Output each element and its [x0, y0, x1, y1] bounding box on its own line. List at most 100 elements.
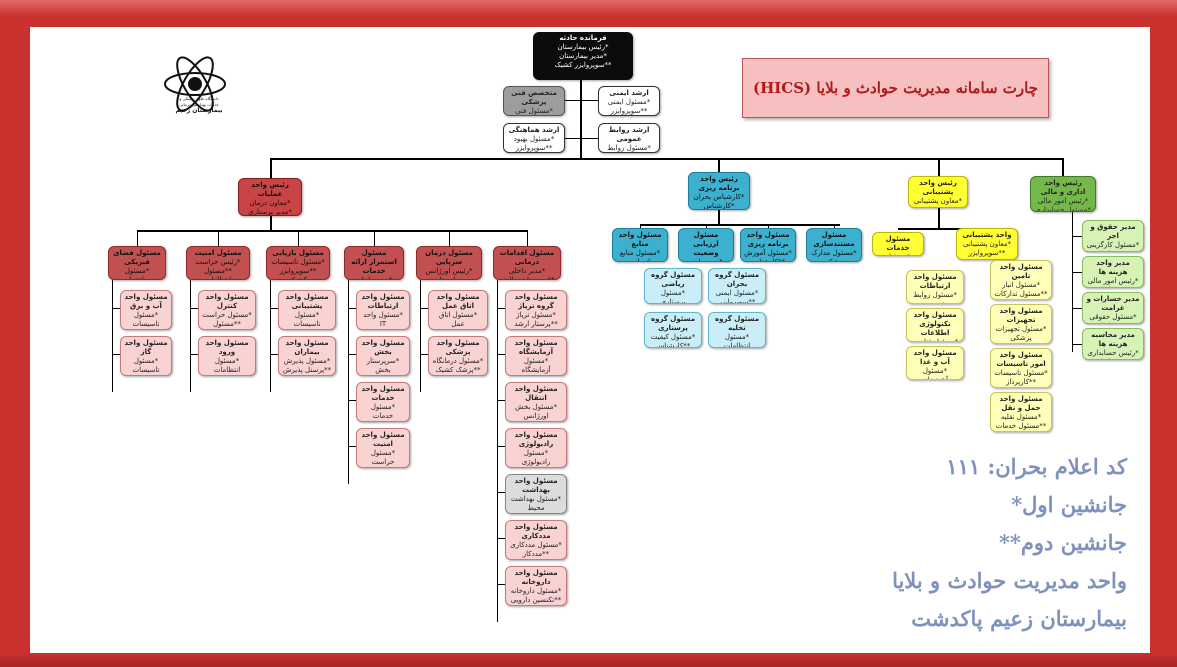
finance-item-2-line-2: *رئیس امور مالی [1087, 277, 1139, 285]
operations-item-6-1-line-1: مسئول واحد آب و برق [124, 293, 168, 310]
logo-line-2: بیمارستان زعیم [175, 107, 223, 114]
finance-item-2-line-1: مدیر واحد هزینه ها [1096, 259, 1130, 276]
section-drop-logistics [938, 158, 940, 178]
incident-commander-box-line-3: *مدیر بیمارستان [559, 52, 607, 60]
chart-title: چارت سامانه مدیریت حوادث و بلایا (HICS) [742, 58, 1049, 118]
operations-item-2-2-line-1: مسئول واحد پزشکی [436, 339, 480, 356]
operations-item-2-2-line-2: *مسئول درمانگاه [432, 357, 484, 365]
operations-item-6-1-line-2: *مسئول تاسیسات [132, 311, 160, 328]
hospital-logo: دانشگاه علوم پزشکی و خدمات بهداشتی درمان… [155, 50, 235, 130]
logistics-item-1-2-line-1: مسئول واحد تکنولوژی اطلاعات [913, 311, 957, 337]
operations-item-4-1-line-1: مسئول واحد پشتیبانی [285, 293, 329, 310]
operations-item-1-4: مسئول واحد رادیولوژی*مسئول رادیولوژی**کا… [505, 428, 567, 468]
logistics-item-1-2-line-2: *مسئول فناوری اطلاعات [911, 338, 959, 342]
operations-item-1-2-line-3: **کارشناس آزمایشگاه [509, 375, 563, 376]
operations-item-3-4: مسئول واحد امنیت*مسئول حراست**مسئول انتظ… [356, 428, 410, 468]
operations-item-1-5-line-2: *مسئول بهداشت محیط [510, 495, 562, 512]
operations-item-tick-3-4 [348, 446, 356, 447]
operations-section-head-line-2: *معاون درمان [249, 199, 291, 207]
operations-item-tick-1-1 [497, 308, 505, 309]
operations-item-3-1-line-3: **کارشناس ارتباطات [360, 329, 406, 330]
incident-commander-box: فرمانده حادثه*رئیس بیمارستان*مدیر بیمارس… [533, 32, 633, 80]
logo-line-1: دانشگاه علوم پزشکی و خدمات بهداشتی درمان… [179, 96, 219, 107]
operations-unit-spine-5 [190, 280, 191, 392]
operations-item-3-4-line-2: *مسئول حراست [370, 449, 396, 466]
operations-item-1-4-line-1: مسئول واحد رادیولوژی [514, 431, 558, 448]
legend-second-deputy: جانشین دوم** [998, 530, 1127, 555]
command-staff-left-connector-2 [565, 138, 580, 139]
finance-spine [1072, 212, 1073, 352]
finance-section-head-line-3: *مسئول حسابداری [1035, 206, 1091, 212]
operations-unit-head-5-line-3: **مسئول انتظامات [204, 267, 232, 280]
planning-subunit-2: مسئول گروه پرستاری*مسئول کیفیت**کارشناس [644, 312, 702, 348]
planning-unit-2-line-2: *سوپروایزر آموزشی [689, 258, 723, 262]
operations-drop [270, 216, 272, 230]
finance-section-head-line-1: رئیس واحد اداری و مالی [1040, 179, 1086, 196]
operations-item-4-2-line-1: مسئول واحد بیماران [285, 339, 329, 356]
planning-drop [718, 210, 720, 224]
operations-horizontal [137, 230, 527, 232]
command-staff-right-connector-2 [580, 138, 598, 139]
operations-item-1-6: مسئول واحد مددکاری*مسئول مددکاری**مددکار [505, 520, 567, 560]
logistics-item-1-1-line-2: *مسئول روابط عمومی [913, 291, 957, 304]
operations-item-6-1-line-3: **سوپروایزر کشیک [124, 329, 168, 330]
planning-unit-4-line-1: مسئول مستندسازی [813, 231, 855, 248]
operations-unit-spine-3 [348, 280, 349, 484]
planning-subunit-3: مسئول گروه بحران*مسئول ایمنی**سوپروایزر … [708, 268, 766, 304]
operations-item-6-1: مسئول واحد آب و برق*مسئول تاسیسات**سوپرو… [120, 290, 172, 330]
operations-item-tick-1-4 [497, 446, 505, 447]
logistics-item-2-4-line-1: مسئول واحد حمل و نقل [999, 395, 1043, 412]
finance-section-head-line-2: *رئیس امور مالی [1037, 197, 1089, 205]
operations-item-1-7-line-2: *مسئول داروخانه [510, 587, 562, 595]
planning-unit-4: مسئول مستندسازی*مسئول مدارک پزشکی**سوپرو… [806, 228, 862, 262]
operations-item-tick-5-1 [190, 308, 198, 309]
operations-item-5-2: مسئول واحد ورود*مسئول انتظامات**نگهبان [198, 336, 256, 376]
planning-unit-1-line-1: مسئول واحد منابع [618, 231, 662, 248]
operations-item-1-1-line-2: *مسئول تریاژ [516, 311, 556, 319]
operations-item-tick-1-2 [497, 354, 505, 355]
logistics-item-2-3-line-3: **کارپرداز [1005, 378, 1037, 386]
operations-item-3-1: مسئول واحد ارتباطات*مسئول واحد IT**کارشن… [356, 290, 410, 330]
medical-technical-box-line-2: *مسئول فنی بیمارستان [515, 107, 553, 115]
planning-subunit-4-line-2: *مسئول انتظامات [723, 333, 751, 348]
operations-item-5-1-line-3: **مسئول انتظامات [213, 320, 241, 328]
operations-unit-head-4-line-3: **سوپروایزر کشیک [279, 267, 317, 280]
operations-unit-spine-6 [112, 280, 113, 392]
finance-item-4-line-3: **حسابدار [1086, 358, 1140, 359]
operations-item-3-3: مسئول واحد خدمات*مسئول خدمات**سرپرست خدم… [356, 382, 410, 422]
operations-item-1-1-line-1: مسئول واحد گروه تریاژ [514, 293, 558, 310]
operations-unit-head-1-line-3: **سوپروایزر بالینی [499, 276, 555, 280]
operations-item-tick-4-1 [270, 308, 278, 309]
operations-item-3-4-line-3: **مسئول انتظامات [360, 467, 406, 468]
operations-item-2-1-line-1: مسئول واحد اتاق عمل [436, 293, 480, 310]
logistics-unit-head-2-line-2: *معاون پشتیبانی [963, 240, 1011, 248]
finance-item-3-line-2: *مسئول حقوقی [1089, 313, 1137, 321]
logistics-item-1-3: مسئول واحد آب و غذا*مسئول آشپزخانه**کارپ… [906, 346, 964, 380]
operations-item-1-2-line-1: مسئول واحد آزمایشگاه [514, 339, 558, 356]
operations-unit-head-3-line-2: *مدیر داخلی [355, 276, 393, 280]
operations-item-2-1: مسئول واحد اتاق عمل*مسئول اتاق عمل**سوپر… [428, 290, 488, 330]
operations-item-tick-3-2 [348, 354, 356, 355]
planning-subunit-3-line-3: **سوپروایزر کشیک [718, 298, 756, 304]
liaison-box-line-1: ارشد هماهنگی [508, 126, 560, 134]
planning-subunit-1-line-1: مسئول گروه ریاضی [650, 271, 696, 288]
logistics-item-2-1-line-3: **مسئول تدارکات [994, 290, 1048, 298]
logistics-item-1-3-line-1: مسئول واحد آب و غذا [913, 349, 957, 366]
operations-unit-head-6-line-1: مسئول فضای فیزیکی [113, 249, 161, 266]
medical-technical-box: متخصص فنی پزشکی*مسئول فنی بیمارستان**مسئ… [503, 86, 565, 116]
operations-item-3-2-line-3: **پرستار ارشد [360, 375, 406, 376]
logistics-item-2-2: مسئول واحد تجهیزات*مسئول تجهیزات پزشکی [990, 304, 1052, 344]
operations-item-tick-5-2 [190, 354, 198, 355]
operations-unit-head-3-line-1: مسئول استمرار ارائه خدمات [351, 249, 397, 275]
operations-unit-head-4-line-1: مسئول بازیابی [272, 249, 324, 257]
command-staff-right-connector [580, 100, 598, 101]
operations-item-3-4-line-1: مسئول واحد امنیت [361, 431, 405, 448]
finance-item-1-line-2: *مسئول کارگزینی [1086, 241, 1140, 249]
finance-item-1: مدیر حقوق و اجر*مسئول کارگزینی**حسابدار [1082, 220, 1144, 252]
logistics-item-2-4-line-2: *مسئول نقلیه [1000, 413, 1042, 421]
operations-item-1-3-line-2: *مسئول بخش اورژانس [515, 403, 557, 420]
logistics-section-head-line-1: رئیس واحد پشتیبانی [919, 179, 957, 196]
logistics-unit-head-2: واحد پشتیبانی*معاون پشتیبانی**سوپروایزر … [956, 228, 1018, 260]
operations-unit-drop-3 [374, 230, 375, 246]
planning-unit-4-line-2: *مسئول مدارک پزشکی [811, 249, 857, 262]
